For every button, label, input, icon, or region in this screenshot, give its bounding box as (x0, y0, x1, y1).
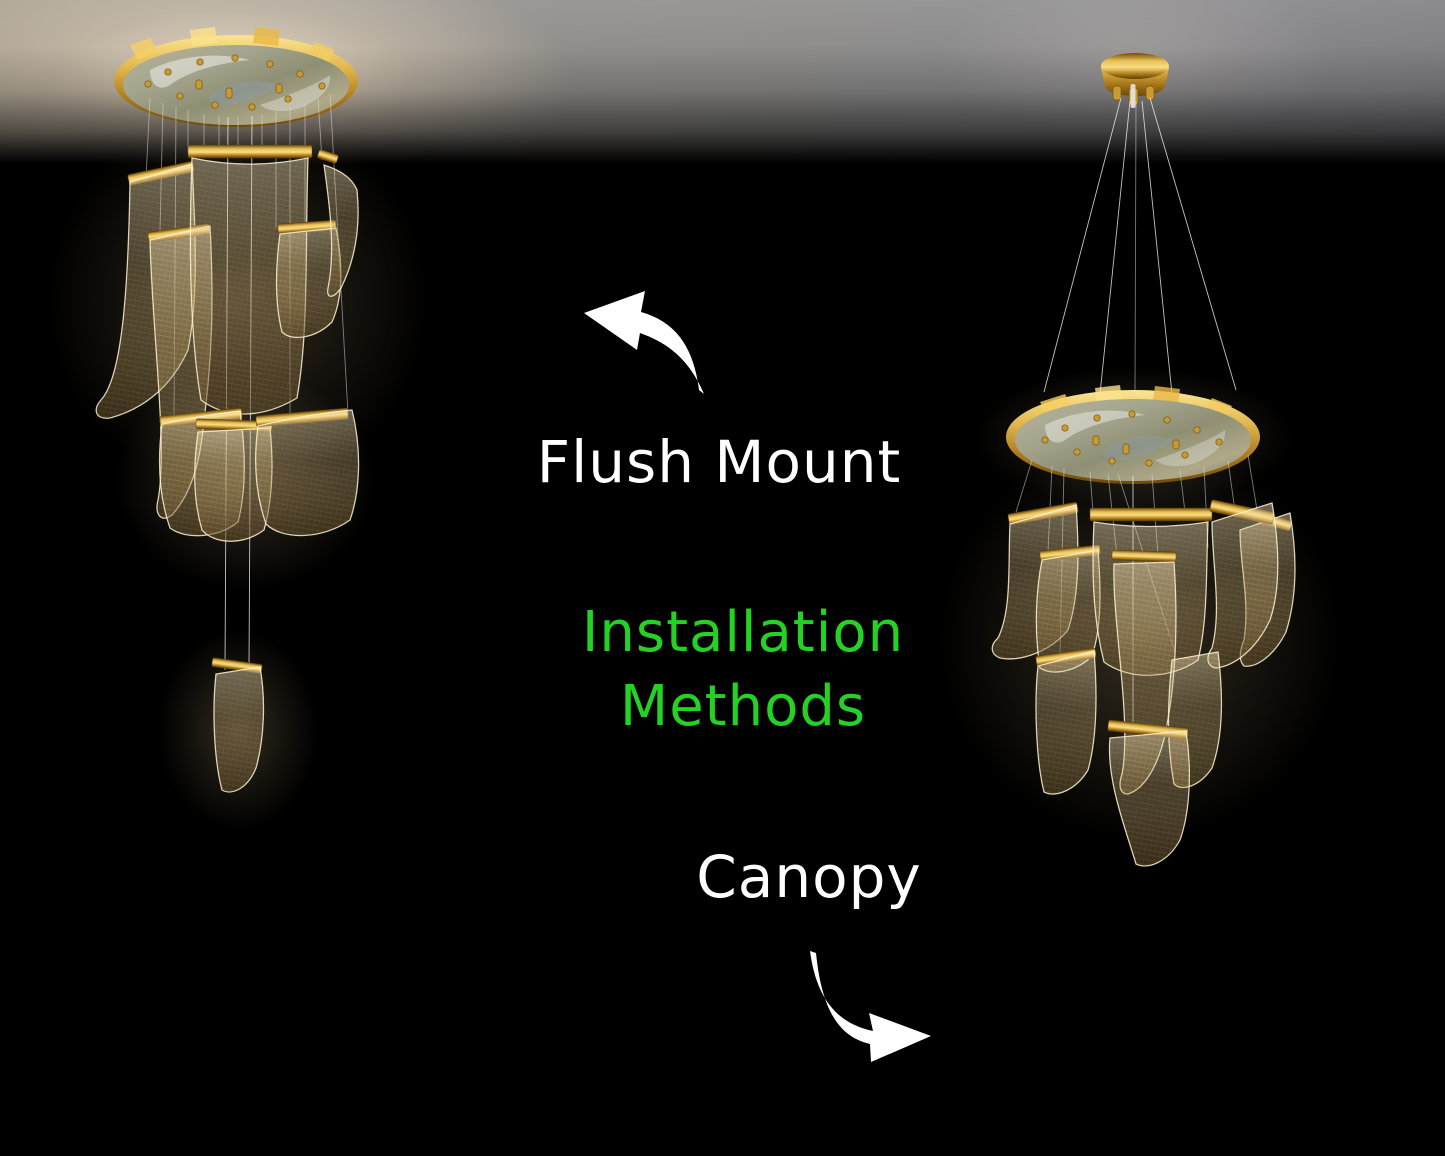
flush-mount-chandelier-image (48, 27, 428, 830)
flush-mount-label: Flush Mount (536, 428, 902, 496)
acrylic-panels-top-cluster (95, 144, 359, 519)
curved-arrow-up-left-icon (584, 291, 704, 394)
cable-anchors (144, 54, 326, 111)
flush-mount-ceiling-plate (114, 27, 358, 127)
acrylic-panel-bottom (211, 657, 265, 793)
curved-arrow-down-right-icon (810, 951, 931, 1062)
title-line-2: Methods (619, 674, 867, 739)
canopy-label: Canopy (696, 843, 922, 911)
acrylic-panels-middle-cluster (158, 407, 360, 542)
title-line-1: Installation (581, 600, 905, 665)
suspension-cables (1043, 97, 1237, 395)
installation-methods-title: Installation Methods (582, 596, 904, 744)
canopy-mount (1101, 53, 1169, 108)
canopy-ring-plate (1006, 385, 1260, 484)
canopy-chandelier-image (940, 53, 1340, 867)
acrylic-panels-cluster (991, 499, 1296, 867)
cable-anchors (1041, 410, 1223, 467)
